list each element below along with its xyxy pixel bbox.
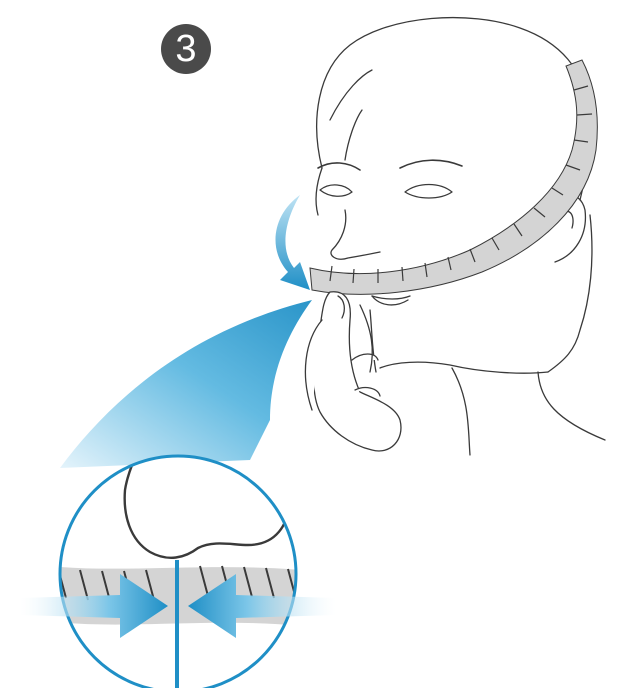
step-number-badge: 3 [161,24,211,74]
curved-pointer-arrow-icon [276,195,311,290]
magnifier-beam [60,300,312,468]
hand-holding-tape-icon [305,292,401,451]
measuring-tape [310,60,597,294]
